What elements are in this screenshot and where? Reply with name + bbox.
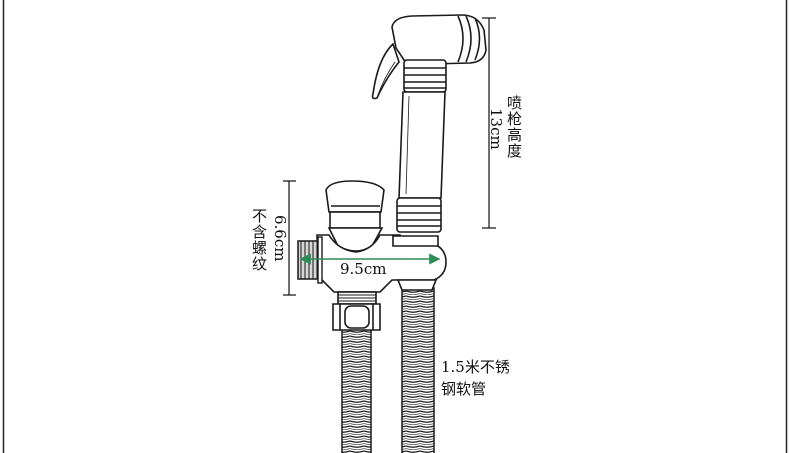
threaded-inlet [297,236,323,284]
hose-right [401,287,435,453]
thread-exclusion-label: 不含螺纹 [250,208,268,272]
dimension-thread [283,180,296,296]
hose-label-line1: 1.5米不锈 [441,358,510,376]
thread-length-value: 6.6cm [271,215,289,262]
dimension-spray-height [482,17,496,229]
hose-left [341,327,372,453]
spray-gun [371,14,487,233]
hose-label-line2: 钢软管 [441,380,487,398]
spray-gun-height-value: 13cm [487,108,505,150]
valve-width-value: 9.5cm [340,260,387,278]
spray-gun-height-label: 喷枪高度 [505,95,523,159]
